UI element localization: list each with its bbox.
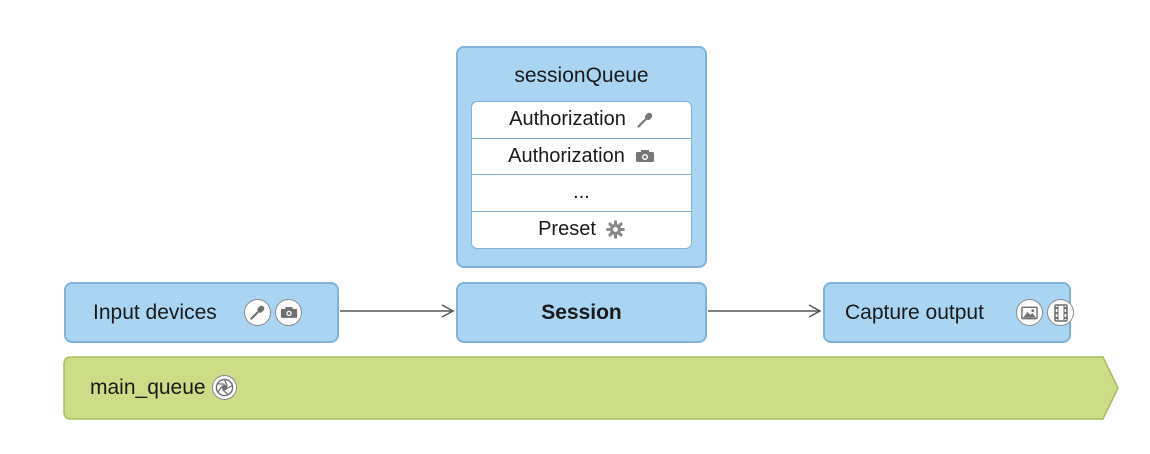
session-box: Session (456, 282, 707, 343)
camera-icon (275, 299, 302, 326)
microphone-icon (244, 299, 271, 326)
queue-item-label: ... (573, 181, 590, 204)
capture-output-box: Capture output (823, 282, 1074, 343)
queue-item-preset: Preset (472, 212, 691, 249)
main-queue-label: main_queue (90, 375, 206, 399)
queue-item-label: Authorization (509, 108, 626, 131)
gear-icon (606, 220, 625, 240)
queue-item-label: Preset (538, 218, 596, 241)
main-queue-label-group: main_queue (90, 375, 237, 400)
microphone-icon (636, 111, 654, 129)
photo-icon (1016, 299, 1043, 326)
input-devices-label: Input devices (93, 301, 217, 324)
session-queue-list: Authorization Authorization ... (471, 101, 692, 249)
queue-item-camera-authorization: Authorization (472, 139, 691, 175)
input-devices-box: Input devices (64, 282, 339, 343)
queue-item-mic-authorization: Authorization (472, 102, 691, 139)
capture-output-label: Capture output (845, 301, 984, 324)
camera-icon (635, 149, 655, 163)
session-label: Session (541, 301, 622, 324)
session-queue-title: sessionQueue (514, 64, 649, 87)
film-icon (1047, 299, 1074, 326)
queue-item-ellipsis: ... (472, 175, 691, 212)
aperture-icon (211, 375, 237, 400)
session-queue-box: sessionQueue Authorization Authorization (456, 46, 707, 268)
queue-item-label: Authorization (508, 144, 625, 167)
main-queue-bar (63, 356, 1119, 420)
